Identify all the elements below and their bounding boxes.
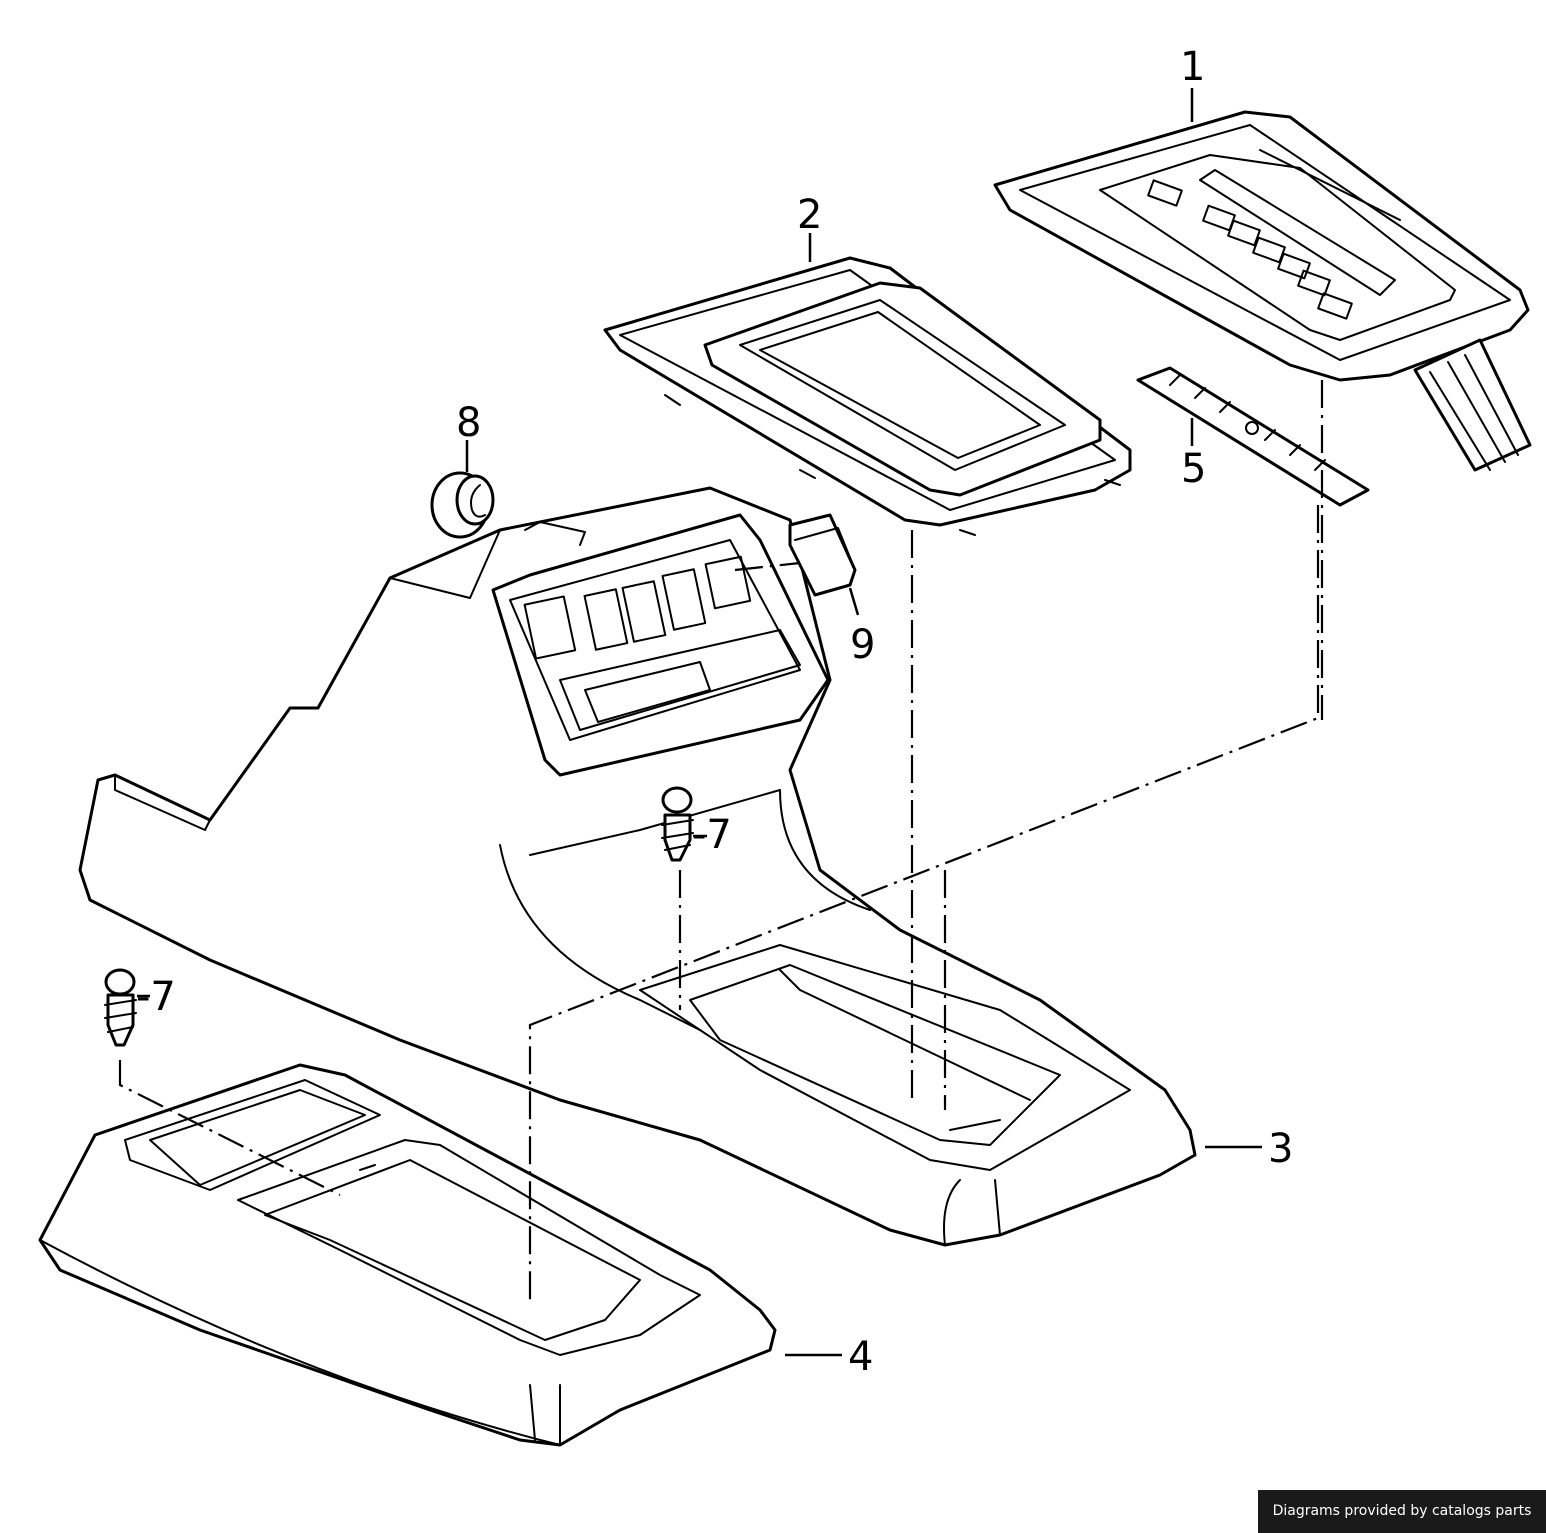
label-part-3: 3: [1268, 1126, 1293, 1172]
label-part-2: 2: [797, 192, 822, 238]
leader-lines: [137, 88, 1262, 1357]
label-part-9: 9: [850, 622, 875, 668]
part-7-screw-upper: [661, 786, 694, 862]
part-5-strip: [1136, 366, 1370, 507]
part-8-plug: [430, 471, 495, 539]
part-4-tray: [38, 1063, 777, 1447]
credit-banner: Diagrams provided by catalogs parts: [1258, 1490, 1546, 1533]
label-part-7-upper: -7: [692, 812, 732, 858]
assembly-lines: [118, 380, 1324, 1300]
part-9-switch: [788, 513, 857, 597]
label-part-1: 1: [1180, 44, 1205, 90]
label-part-7-lower: -7: [136, 974, 176, 1020]
label-part-5: 5: [1181, 446, 1206, 492]
part-1-cover: [993, 110, 1532, 472]
label-part-8: 8: [456, 400, 481, 446]
part-3-console: [78, 486, 1197, 1247]
label-part-4: 4: [848, 1334, 873, 1380]
part-2-trim: [603, 256, 1132, 536]
part-7-screw-lower: [104, 968, 137, 1047]
